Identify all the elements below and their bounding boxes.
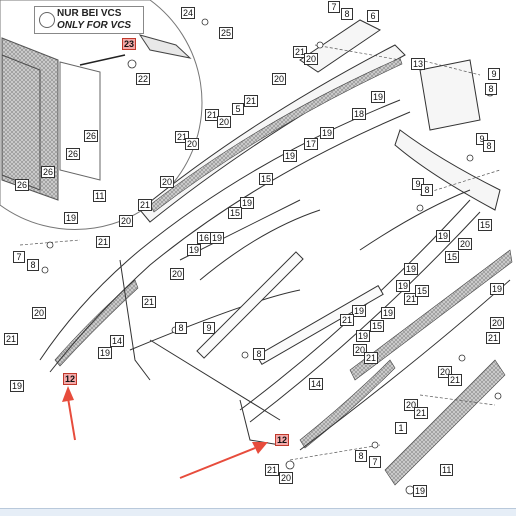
part-number-label: 8 — [421, 184, 433, 196]
part-number-label: 20 — [217, 116, 232, 128]
part-number-label: 21 — [205, 109, 220, 121]
part-number-label: 20 — [32, 307, 47, 319]
part-number-label: 15 — [415, 285, 430, 297]
part-number-label: 19 — [64, 212, 79, 224]
part-number-label: 21 — [4, 333, 19, 345]
part-number-label: 19 — [352, 305, 367, 317]
part-number-label: 19 — [436, 230, 451, 242]
part-number-label: 15 — [228, 207, 243, 219]
part-number-label: 20 — [490, 317, 505, 329]
part-number-label: 16 — [197, 232, 212, 244]
part-number-label: 20 — [160, 176, 175, 188]
circle-icon — [39, 12, 55, 28]
part-number-label: 21 — [486, 332, 501, 344]
bottom-edge — [0, 508, 516, 516]
part-number-label: 12 — [63, 373, 78, 385]
part-number-label: 20 — [353, 344, 368, 356]
part-number-label: 19 — [490, 283, 505, 295]
part-number-label: 12 — [275, 434, 290, 446]
part-number-label: 19 — [283, 150, 298, 162]
part-number-label: 19 — [371, 91, 386, 103]
part-number-label: 9 — [488, 68, 500, 80]
part-number-label: 21 — [364, 352, 379, 364]
note-line-english: ONLY FOR VCS — [57, 20, 132, 31]
part-number-label: 26 — [66, 148, 81, 160]
part-number-label: 21 — [448, 374, 463, 386]
part-number-label: 20 — [458, 238, 473, 250]
part-number-label: 14 — [309, 378, 324, 390]
part-number-label: 20 — [185, 138, 200, 150]
part-number-label: 6 — [367, 10, 379, 22]
part-number-label: 20 — [279, 472, 294, 484]
part-number-label: 19 — [413, 485, 428, 497]
part-number-label: 21 — [293, 46, 308, 58]
part-number-label: 11 — [93, 190, 107, 202]
part-number-label: 7 — [328, 1, 340, 13]
part-number-label: 21 — [142, 296, 157, 308]
part-number-label: 8 — [485, 83, 497, 95]
part-number-label: 8 — [341, 8, 353, 20]
leader-lines — [19, 44, 501, 461]
part-number-label: 8 — [483, 140, 495, 152]
part-number-label: 20 — [272, 73, 287, 85]
cross-tubes — [196, 251, 384, 366]
part-number-label: 5 — [232, 103, 244, 115]
part-number-label: 14 — [110, 335, 125, 347]
part-number-label: 22 — [136, 73, 151, 85]
part-number-label: 11 — [440, 464, 454, 476]
part-number-label: 21 — [244, 95, 259, 107]
part-number-label: 21 — [265, 464, 280, 476]
part-number-label: 24 — [181, 7, 196, 19]
part-number-label: 19 — [320, 127, 335, 139]
part-number-label: 21 — [414, 407, 429, 419]
part-number-label: 19 — [396, 280, 411, 292]
part-number-label: 19 — [240, 197, 255, 209]
part-number-label: 8 — [253, 348, 265, 360]
part-number-label: 15 — [259, 173, 274, 185]
part-number-label: 8 — [27, 259, 39, 271]
part-number-label: 26 — [84, 130, 99, 142]
part-number-label: 25 — [219, 27, 234, 39]
note-line-german: NUR BEI VCS — [57, 8, 122, 19]
part-number-label: 19 — [98, 347, 113, 359]
part-number-label: 9 — [203, 322, 215, 334]
part-number-label: 20 — [170, 268, 185, 280]
part-number-label: 20 — [304, 53, 319, 65]
part-number-label: 20 — [119, 215, 134, 227]
part-number-label: 26 — [15, 179, 30, 191]
part-number-label: 8 — [175, 322, 187, 334]
part-number-label: 7 — [13, 251, 25, 263]
part-number-label: 8 — [355, 450, 367, 462]
vcs-note-box: NUR BEI VCS ONLY FOR VCS — [34, 6, 144, 34]
part-number-label: 15 — [370, 320, 385, 332]
part-number-label: 17 — [304, 138, 319, 150]
part-number-label: 18 — [352, 108, 367, 120]
mesh-strips — [54, 57, 513, 486]
part-number-label: 21 — [96, 236, 111, 248]
indicator-arrows — [62, 386, 268, 479]
part-number-label: 21 — [138, 199, 153, 211]
part-number-label: 19 — [210, 232, 225, 244]
part-number-label: 1 — [395, 422, 407, 434]
part-number-label: 13 — [411, 58, 426, 70]
part-number-label: 19 — [356, 330, 371, 342]
part-number-label: 15 — [445, 251, 460, 263]
part-number-label: 19 — [187, 244, 202, 256]
part-number-label: 26 — [41, 166, 56, 178]
part-number-label: 15 — [478, 219, 493, 231]
part-number-label: 21 — [340, 314, 355, 326]
part-number-label: 7 — [369, 456, 381, 468]
part-number-label: 23 — [122, 38, 137, 50]
part-number-label: 19 — [404, 263, 419, 275]
part-number-label: 19 — [10, 380, 25, 392]
part-number-label: 19 — [381, 307, 396, 319]
part-number-label: 21 — [404, 293, 419, 305]
